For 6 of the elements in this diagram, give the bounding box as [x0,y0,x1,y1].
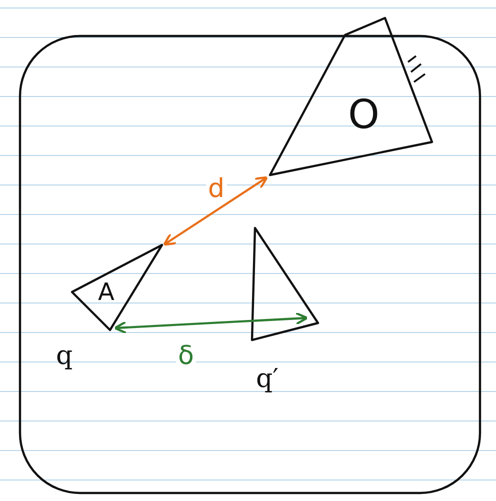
vertex-label: q′ [256,366,279,392]
shape-label: A [98,280,114,304]
double-arrow [162,176,268,246]
double-arrow [114,312,308,334]
vertex-label: q [56,343,73,369]
shape-label: O [348,95,380,135]
